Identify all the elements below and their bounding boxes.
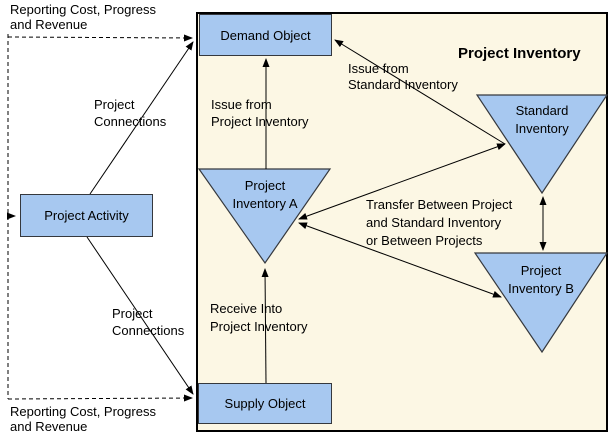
label-receive-into: Receive Into Project Inventory	[210, 301, 308, 334]
label-issue-from-standard: Issue from Standard Inventory	[348, 61, 458, 92]
edge-transfer-a-standard	[298, 143, 506, 220]
edge-issue-from-standard	[334, 39, 506, 145]
node-project-activity: Project Activity	[20, 194, 153, 237]
label-reporting-top: Reporting Cost, Progress and Revenue	[10, 2, 156, 32]
node-project-inventory-a	[197, 168, 332, 265]
edge-activity-to-supply	[86, 236, 194, 395]
label-project-connections-bottom: Project Connections	[112, 306, 185, 338]
edge-reporting-to-supply	[7, 394, 193, 402]
label-standard-inventory: Standard Inventory	[515, 103, 569, 136]
edge-receive-into-project	[261, 268, 269, 384]
label-issue-from-project: Issue from Project Inventory	[211, 97, 309, 129]
edge-activity-to-demand	[89, 41, 194, 195]
node-standard-inventory	[475, 94, 609, 195]
label-transfer: Transfer Between Project and Standard In…	[366, 197, 513, 248]
edge-transfer-a-b	[298, 222, 502, 298]
region-title: Project Inventory	[458, 45, 581, 62]
label-project-connections-top: Project Connections	[94, 97, 167, 129]
edge-reporting-to-demand	[7, 34, 193, 42]
label-project-inventory-b: Project Inventory B	[508, 263, 574, 296]
node-project-inventory-b	[473, 252, 609, 354]
label-reporting-bottom: Reporting Cost, Progress and Revenue	[10, 404, 156, 434]
label-project-inventory-a: Project Inventory A	[232, 178, 298, 211]
node-supply-object: Supply Object	[198, 383, 332, 424]
node-demand-object: Demand Object	[199, 14, 332, 56]
